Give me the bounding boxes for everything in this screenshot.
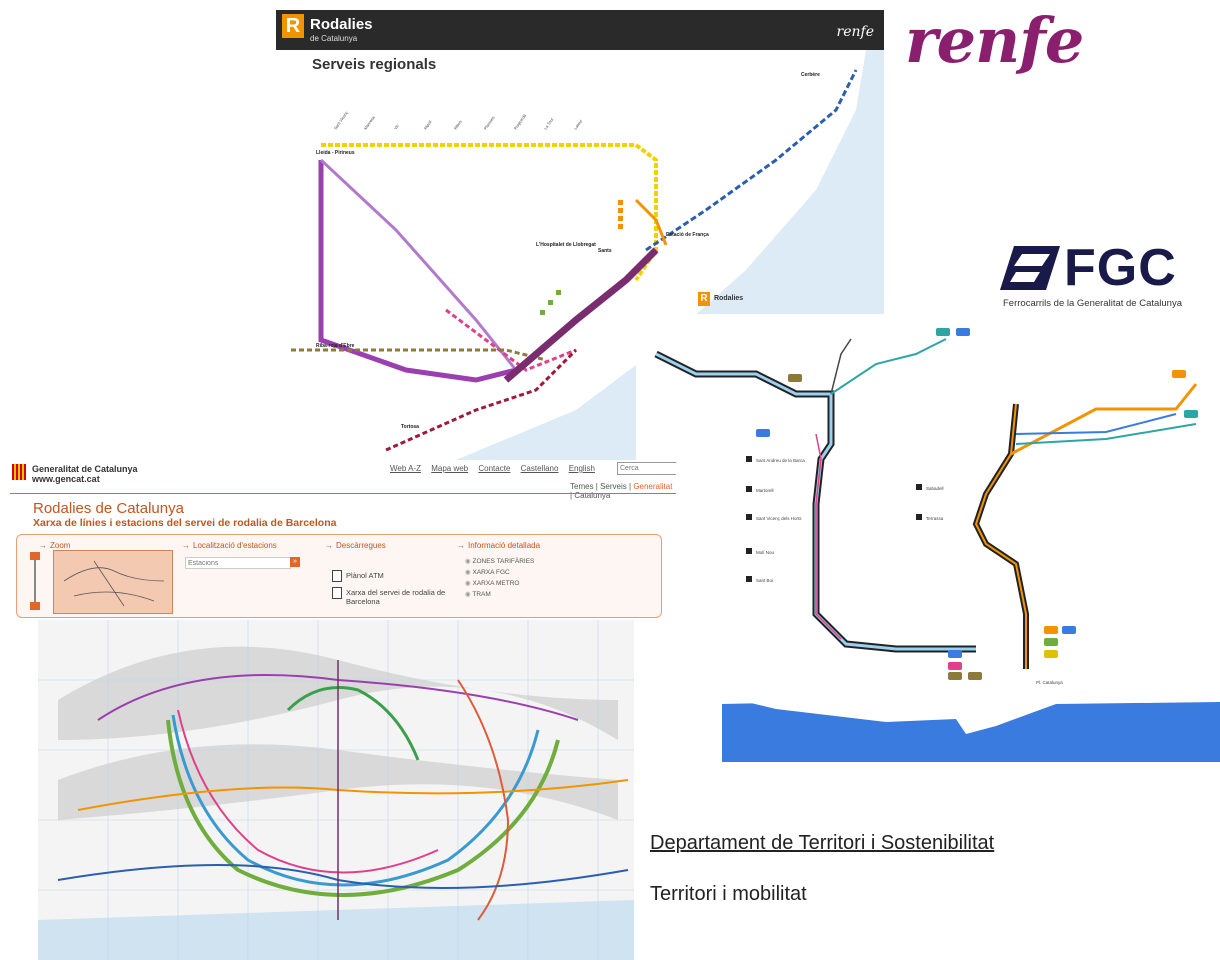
- fgc-logo-text: FGC: [1064, 239, 1177, 297]
- rodalies-brand: Rodalies: [310, 16, 373, 33]
- gencat-top-nav: Web A-Z Mapa web Contacte Castellano Eng…: [390, 464, 603, 473]
- nav-english[interactable]: English: [568, 464, 595, 473]
- label-ribera-ebre: Riba-roja d'Ebre: [316, 343, 355, 349]
- rodalies-mini-r-icon: R: [698, 292, 710, 306]
- rodalies-header-bar: R Rodalies de Catalunya renfe: [276, 10, 884, 50]
- arrow-right-icon: →: [182, 541, 190, 550]
- page-subtitle: Xarxa de línies i estacions del servei d…: [33, 517, 337, 529]
- rodalies-barcelona-network-map[interactable]: [38, 620, 634, 960]
- label-sants: Sants: [598, 248, 612, 254]
- downloads-header-label: Descàrregues: [336, 541, 386, 550]
- arrow-right-icon: →: [39, 541, 47, 550]
- rodalies-map-title: Serveis regionals: [312, 56, 437, 73]
- zoom-header: →Zoom: [39, 541, 70, 550]
- svg-text:Molí Nou: Molí Nou: [756, 550, 775, 555]
- info-xarxa-fgc[interactable]: XARXA FGC: [465, 568, 509, 576]
- info-tram[interactable]: TRAM: [465, 590, 490, 598]
- generalitat-shield-icon: [12, 464, 26, 480]
- arrow-right-icon: →: [457, 541, 465, 550]
- renfe-logo: renfe: [905, 4, 1084, 77]
- svg-text:Puigcerdà: Puigcerdà: [513, 112, 528, 130]
- arrow-right-icon: →: [325, 541, 333, 550]
- svg-text:Vic: Vic: [393, 123, 400, 130]
- info-zones-tarifaries[interactable]: ZONES TARIFÀRIES: [465, 557, 534, 565]
- nav-castellano[interactable]: Castellano: [520, 464, 559, 473]
- svg-text:Manresa: Manresa: [363, 114, 376, 130]
- rodalies-brand-sub: de Catalunya: [310, 34, 358, 43]
- label-lleida-pirineus: Lleida - Pirineus: [316, 150, 355, 156]
- svg-text:Ribes: Ribes: [453, 119, 463, 130]
- svg-text:Pl. Catalunya: Pl. Catalunya: [1036, 680, 1063, 685]
- svg-text:Planoles: Planoles: [483, 115, 496, 130]
- department-subtitle: Territori i mobilitat: [650, 883, 807, 905]
- fgc-network-map: Sant Andreu de la Barca Martorell Sant V…: [654, 328, 1220, 762]
- svg-text:Latour: Latour: [573, 118, 584, 131]
- gencat-topic-nav: Temes | Serveis | Generalitat | Cataluny…: [570, 482, 673, 500]
- svg-text:La Tour: La Tour: [543, 116, 555, 130]
- nav-mapa-web[interactable]: Mapa web: [431, 464, 469, 473]
- zoom-out-button[interactable]: [30, 602, 40, 610]
- label-estacio-franca: Estació de França: [666, 232, 709, 238]
- topic-serveis[interactable]: Serveis: [600, 482, 627, 491]
- station-search-input[interactable]: [185, 557, 291, 569]
- document-icon: [332, 587, 342, 599]
- info-header-label: Informació detallada: [468, 541, 541, 550]
- fgc-caption: Ferrocarrils de la Generalitat de Catalu…: [1003, 298, 1183, 309]
- rodalies-mini-logo-text: Rodalies: [714, 295, 744, 302]
- gencat-rodalies-page: Generalitat de Catalunya www.gencat.cat …: [0, 460, 676, 960]
- topic-generalitat[interactable]: Generalitat: [633, 482, 673, 491]
- fgc-emblem-icon: [1000, 246, 1060, 290]
- zoom-in-button[interactable]: [30, 552, 40, 560]
- download-xarxa-rodalia[interactable]: Xarxa del servei de rodalia de Barcelona: [346, 588, 446, 606]
- svg-text:Terrassa: Terrassa: [926, 516, 944, 521]
- info-header: →Informació detallada: [457, 541, 540, 550]
- label-cerbere: Cerbère: [801, 72, 820, 78]
- svg-text:Martorell: Martorell: [756, 488, 774, 493]
- rodalies-r-icon: R: [282, 14, 304, 38]
- location-header-label: Localització d'estacions: [193, 541, 277, 550]
- zoom-overview-thumbnail[interactable]: [53, 550, 173, 614]
- downloads-header: →Descàrregues: [325, 541, 386, 550]
- svg-text:Sant Andreu de la Barca: Sant Andreu de la Barca: [756, 458, 805, 463]
- topic-catalunya[interactable]: Catalunya: [574, 491, 611, 500]
- svg-text:Sant Vicenç: Sant Vicenç: [333, 110, 349, 130]
- nav-web-az[interactable]: Web A-Z: [390, 464, 421, 473]
- zoom-slider-track[interactable]: [34, 556, 36, 610]
- nav-contacte[interactable]: Contacte: [478, 464, 511, 473]
- topic-temes[interactable]: Temes: [570, 482, 594, 491]
- download-pla-atm[interactable]: Plànol ATM: [346, 571, 384, 580]
- gencat-divider: [10, 493, 676, 494]
- renfe-small-logo: renfe: [836, 24, 874, 40]
- svg-text:Sant Vicenç dels Horts: Sant Vicenç dels Horts: [756, 516, 802, 521]
- svg-text:Sabadell: Sabadell: [926, 486, 944, 491]
- label-tortosa: Tortosa: [401, 424, 419, 430]
- zoom-header-label: Zoom: [50, 541, 71, 550]
- svg-text:Sant Boi: Sant Boi: [756, 578, 773, 583]
- department-link[interactable]: Departament de Territori i Sostenibilita…: [650, 832, 995, 854]
- station-search-button[interactable]: »: [290, 557, 300, 567]
- gencat-search-input[interactable]: [617, 462, 676, 475]
- location-header: →Localització d'estacions: [182, 541, 277, 550]
- info-xarxa-metro[interactable]: XARXA METRO: [465, 579, 519, 587]
- fgc-network-map-panel: Sant Andreu de la Barca Martorell Sant V…: [636, 314, 1220, 762]
- document-icon: [332, 570, 342, 582]
- page-title: Rodalies de Catalunya: [33, 500, 184, 517]
- gencat-org-name: Generalitat de Catalunya: [32, 464, 138, 474]
- svg-text:Ripoll: Ripoll: [423, 119, 433, 130]
- gencat-org-url: www.gencat.cat: [32, 474, 100, 484]
- label-lhospitalet: L'Hospitalet de Llobregat: [536, 242, 596, 248]
